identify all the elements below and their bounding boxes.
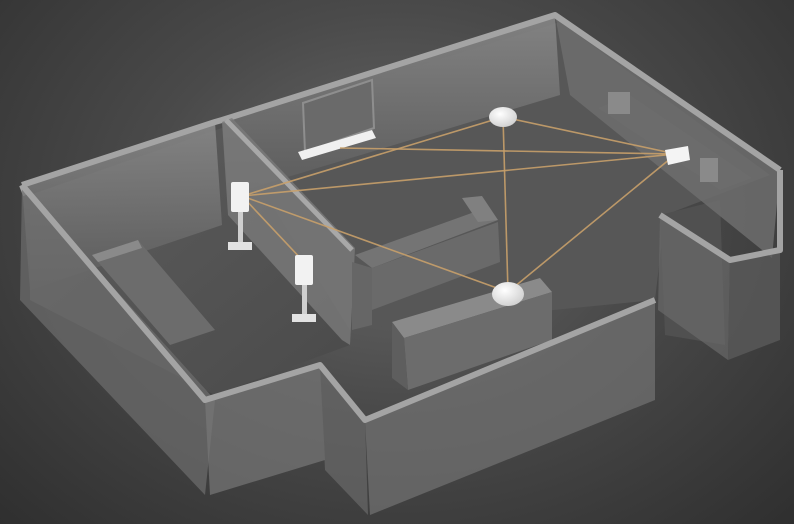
side-room-right-wall [728,250,780,360]
right-speaker-front [700,158,718,182]
ceiling-center-speaker [489,107,517,127]
table-speaker [492,282,524,306]
right-speaker-back [608,92,630,114]
media-sofa-seat [352,262,372,330]
